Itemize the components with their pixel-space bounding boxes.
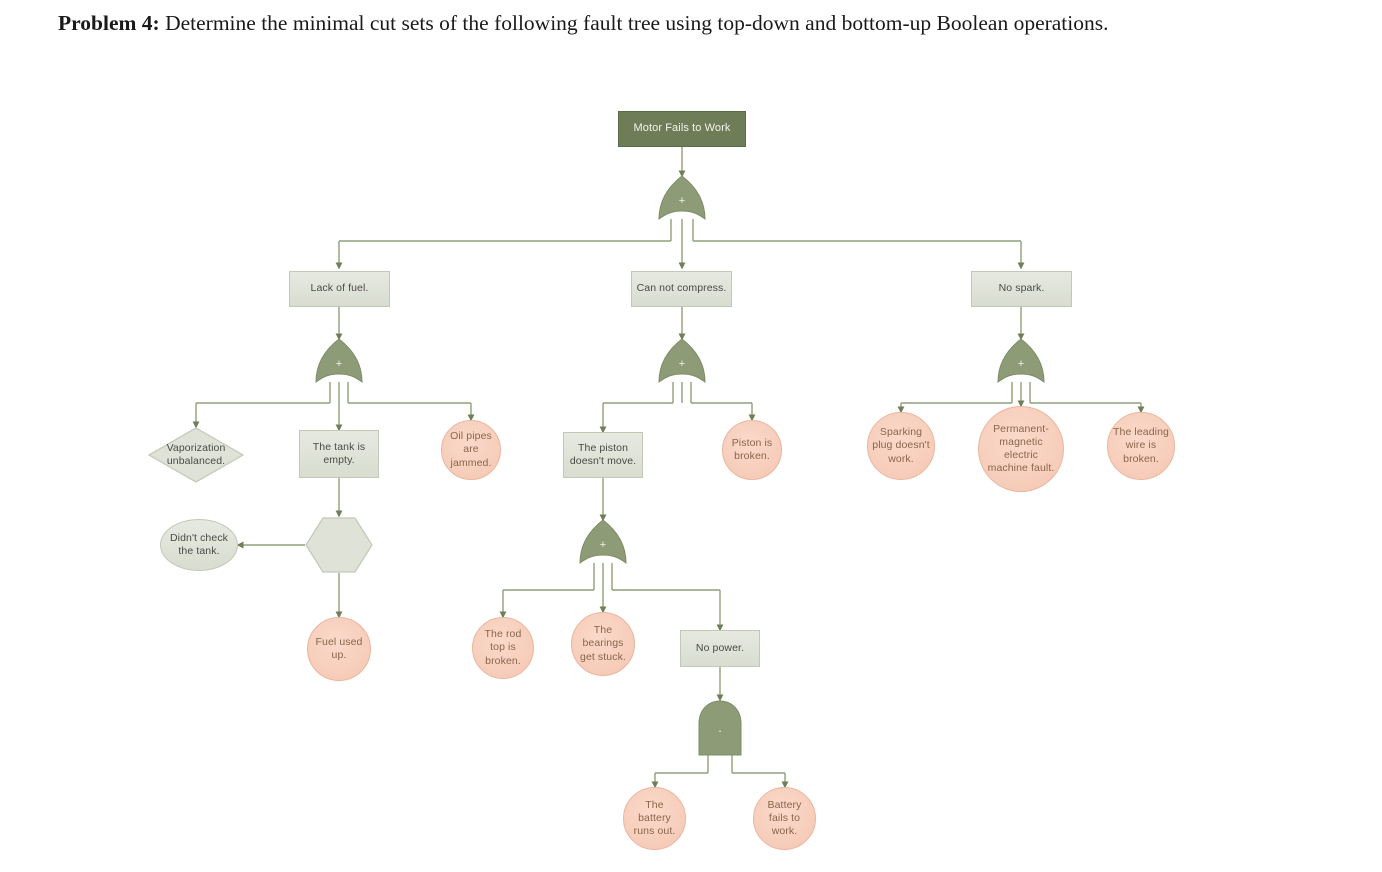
node-piston-is-broken[interactable]: Piston is broken.	[722, 420, 782, 480]
node-label: Battery fails to work.	[767, 798, 802, 838]
node-label: Sparking plug doesn't work.	[872, 426, 930, 465]
node-no-spark[interactable]: No spark.	[971, 271, 1072, 307]
hexagon-shape	[305, 517, 373, 573]
problem-text: Determine the minimal cut sets of the fo…	[159, 11, 1109, 35]
or-gate-lack-of-fuel[interactable]: +	[314, 338, 364, 384]
node-label: Piston is broken.	[731, 436, 773, 462]
node-the-battery-runs-out[interactable]: The battery runs out.	[623, 787, 686, 850]
or-gate-no-spark[interactable]: +	[996, 338, 1046, 384]
node-the-tank-is-empty[interactable]: The tank is empty.	[299, 430, 379, 478]
node-label: The tank is empty.	[312, 440, 366, 466]
or-gate-motor-fails[interactable]: +	[657, 175, 707, 221]
node-the-piston-doesnt-move[interactable]: The piston doesn't move.	[563, 432, 643, 478]
node-label: The battery runs out.	[633, 798, 676, 838]
node-didnt-check-the-tank[interactable]: Didn't check the tank.	[160, 519, 238, 571]
node-can-not-compress[interactable]: Can not compress.	[631, 271, 732, 307]
node-fuel-used-up[interactable]: Fuel used up.	[307, 617, 371, 681]
or-gate-can-not-compress[interactable]: +	[657, 338, 707, 384]
node-label: Motor Fails to Work	[633, 122, 731, 135]
node-hexagon-transfer[interactable]	[305, 517, 373, 573]
node-the-bearings-get-stuck[interactable]: The bearings get stuck.	[571, 612, 635, 676]
node-motor-fails-to-work[interactable]: Motor Fails to Work	[618, 111, 746, 147]
node-label: Didn't check the tank.	[169, 531, 229, 557]
node-label: Oil pipes are jammed.	[450, 430, 492, 469]
node-label: Can not compress.	[636, 282, 727, 295]
node-label: The bearings get stuck.	[580, 624, 626, 663]
node-sparking-plug-doesnt-work[interactable]: Sparking plug doesn't work.	[867, 412, 935, 480]
node-label: No spark.	[998, 282, 1045, 295]
node-the-rod-top-is-broken[interactable]: The rod top is broken.	[472, 617, 534, 679]
or-gate-piston-doesnt-move[interactable]: +	[578, 519, 628, 565]
node-label: No power.	[695, 641, 745, 654]
node-permanent-magnetic-electric-machine-fault[interactable]: Permanent-magnetic electric machine faul…	[978, 406, 1064, 492]
node-label: Vaporization unbalanced.	[166, 441, 226, 467]
node-battery-fails-to-work[interactable]: Battery fails to work.	[753, 787, 816, 850]
problem-number: Problem 4:	[58, 11, 160, 35]
node-label: Lack of fuel.	[310, 282, 369, 295]
node-label: Permanent-magnetic electric machine faul…	[987, 422, 1055, 475]
node-label: The piston doesn't move.	[569, 441, 637, 467]
diamond-shape	[148, 427, 244, 483]
node-label: The leading wire is broken.	[1113, 426, 1169, 465]
node-lack-of-fuel[interactable]: Lack of fuel.	[289, 271, 390, 307]
node-the-leading-wire-is-broken[interactable]: The leading wire is broken.	[1107, 412, 1175, 480]
node-no-power[interactable]: No power.	[680, 630, 760, 667]
problem-statement: Problem 4: Determine the minimal cut set…	[58, 8, 1328, 39]
node-vaporization-unbalanced[interactable]: Vaporization unbalanced.	[148, 427, 244, 483]
and-gate-no-power[interactable]: ·	[697, 700, 743, 756]
node-label: The rod top is broken.	[484, 628, 522, 667]
node-oil-pipes-are-jammed[interactable]: Oil pipes are jammed.	[441, 420, 501, 480]
node-label: Fuel used up.	[315, 635, 363, 661]
